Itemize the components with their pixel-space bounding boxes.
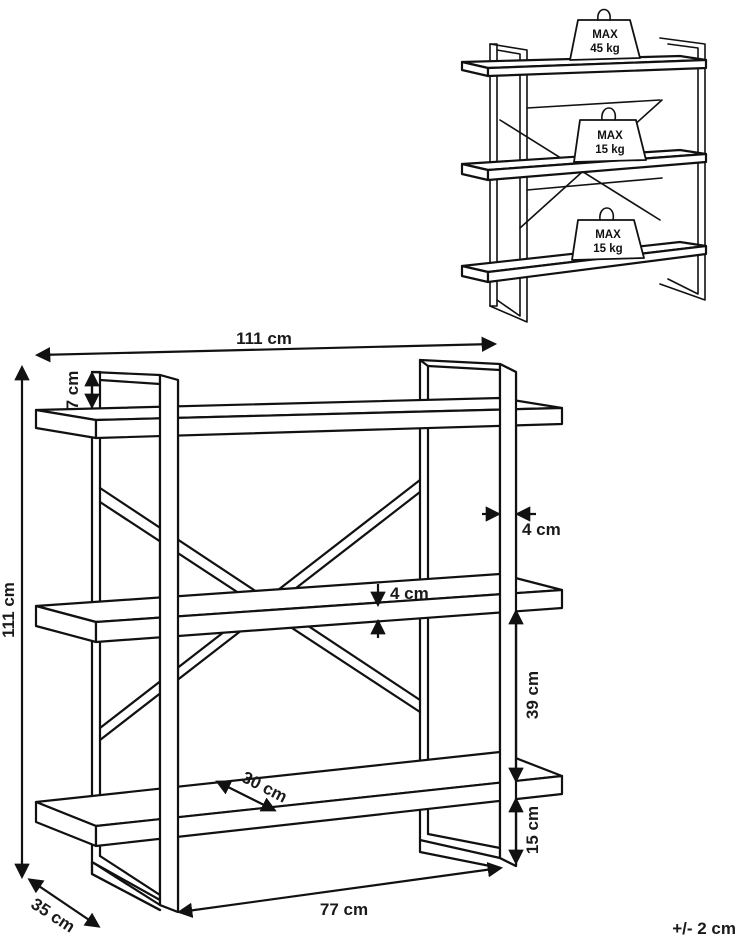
main-shelf <box>34 358 564 914</box>
tolerance-label: +/- 2 cm <box>672 919 736 938</box>
weight-bottom-value: 15 kg <box>593 243 622 255</box>
weight-middle: MAX 15 kg <box>573 107 647 163</box>
dimension-lines <box>14 336 536 928</box>
weight-top-label: MAX <box>592 29 618 41</box>
frame-width-label: 4 cm <box>522 520 561 539</box>
thumbnail-shelf <box>460 37 708 323</box>
shelf-spacing-label: 39 cm <box>523 671 542 719</box>
shelf-thickness-label: 4 cm <box>390 584 429 603</box>
top-frame-rise-label: 7 cm <box>63 371 82 410</box>
weight-middle-label: MAX <box>597 130 623 142</box>
weight-top: MAX 45 kg <box>569 8 641 61</box>
weight-top-value: 45 kg <box>590 43 619 55</box>
weight-bottom: MAX 15 kg <box>571 207 645 261</box>
overall-height-label: 111 cm <box>0 582 18 638</box>
bottom-clearance-label: 15 cm <box>523 806 542 854</box>
weight-middle-value: 15 kg <box>595 144 624 156</box>
frame-depth-label: 35 cm <box>28 894 79 936</box>
weight-bottom-label: MAX <box>595 229 621 241</box>
overall-width-label: 111 cm <box>236 329 292 348</box>
inner-width-label: 77 cm <box>320 900 368 919</box>
